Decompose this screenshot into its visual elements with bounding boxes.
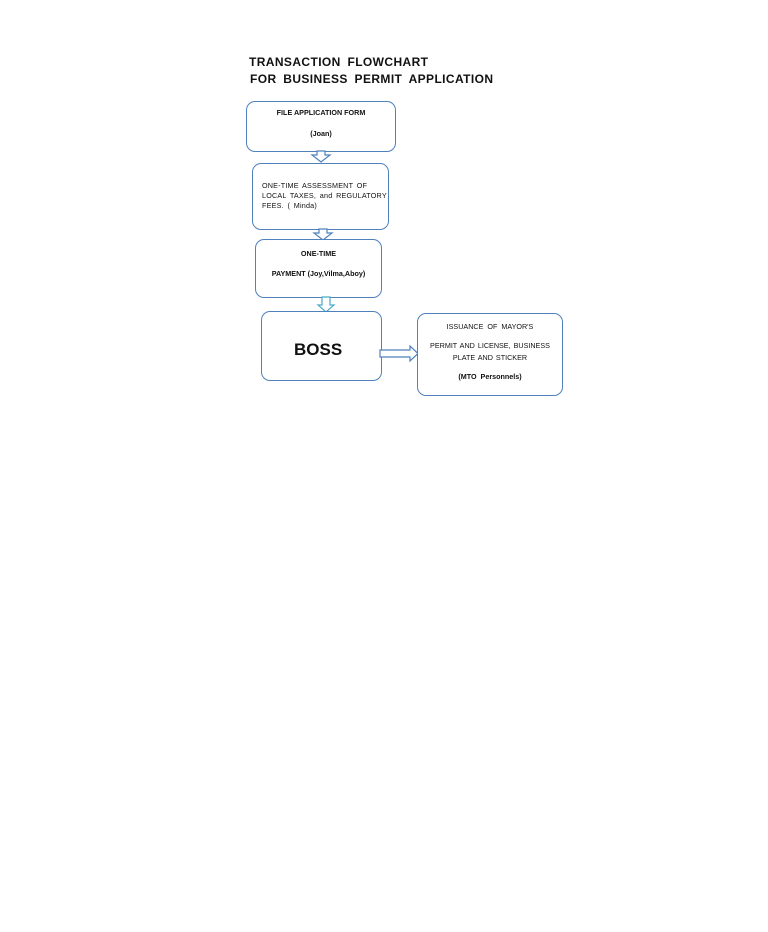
step-issuance-line-1: ISSUANCE OF MAYOR'S [446, 322, 534, 331]
step-assessment-line-3: FEES. ( Minda) [262, 201, 317, 210]
flowchart-title-line-2: FOR BUSINESS PERMIT APPLICATION [250, 72, 494, 86]
step-payment-persons: PAYMENT (Joy,Vilma,Aboy) [271, 269, 366, 278]
step-payment-label: ONE-TIME [300, 249, 337, 258]
arrow-down-icon [310, 150, 332, 163]
flowchart-title-line-1: TRANSACTION FLOWCHART [249, 55, 429, 69]
arrow-down-icon [312, 228, 334, 241]
arrow-down-icon [316, 296, 336, 313]
step-issuance-person: (MTO Personnels) [458, 372, 522, 381]
step-boss-label: BOSS [294, 340, 343, 359]
step-issuance-line-3: PLATE AND STICKER [452, 353, 528, 362]
step-file-application-box: FILE APPLICATION FORM (Joan) [246, 101, 396, 152]
step-assessment-line-1: ONE-TIME ASSESSMENT OF [262, 181, 368, 190]
step-file-application-person: (Joan) [310, 129, 332, 138]
step-issuance-box: ISSUANCE OF MAYOR'S PERMIT AND LICENSE, … [417, 313, 563, 396]
step-assessment-box: ONE-TIME ASSESSMENT OF LOCAL TAXES, and … [252, 163, 389, 230]
step-boss-box: BOSS [261, 311, 382, 381]
arrow-right-icon [379, 344, 419, 363]
step-assessment-line-2: LOCAL TAXES, and REGULATORY [262, 191, 387, 200]
step-file-application-label: FILE APPLICATION FORM [276, 108, 366, 117]
step-issuance-line-2: PERMIT AND LICENSE, BUSINESS [430, 341, 550, 350]
step-payment-box: ONE-TIME PAYMENT (Joy,Vilma,Aboy) [255, 239, 382, 298]
